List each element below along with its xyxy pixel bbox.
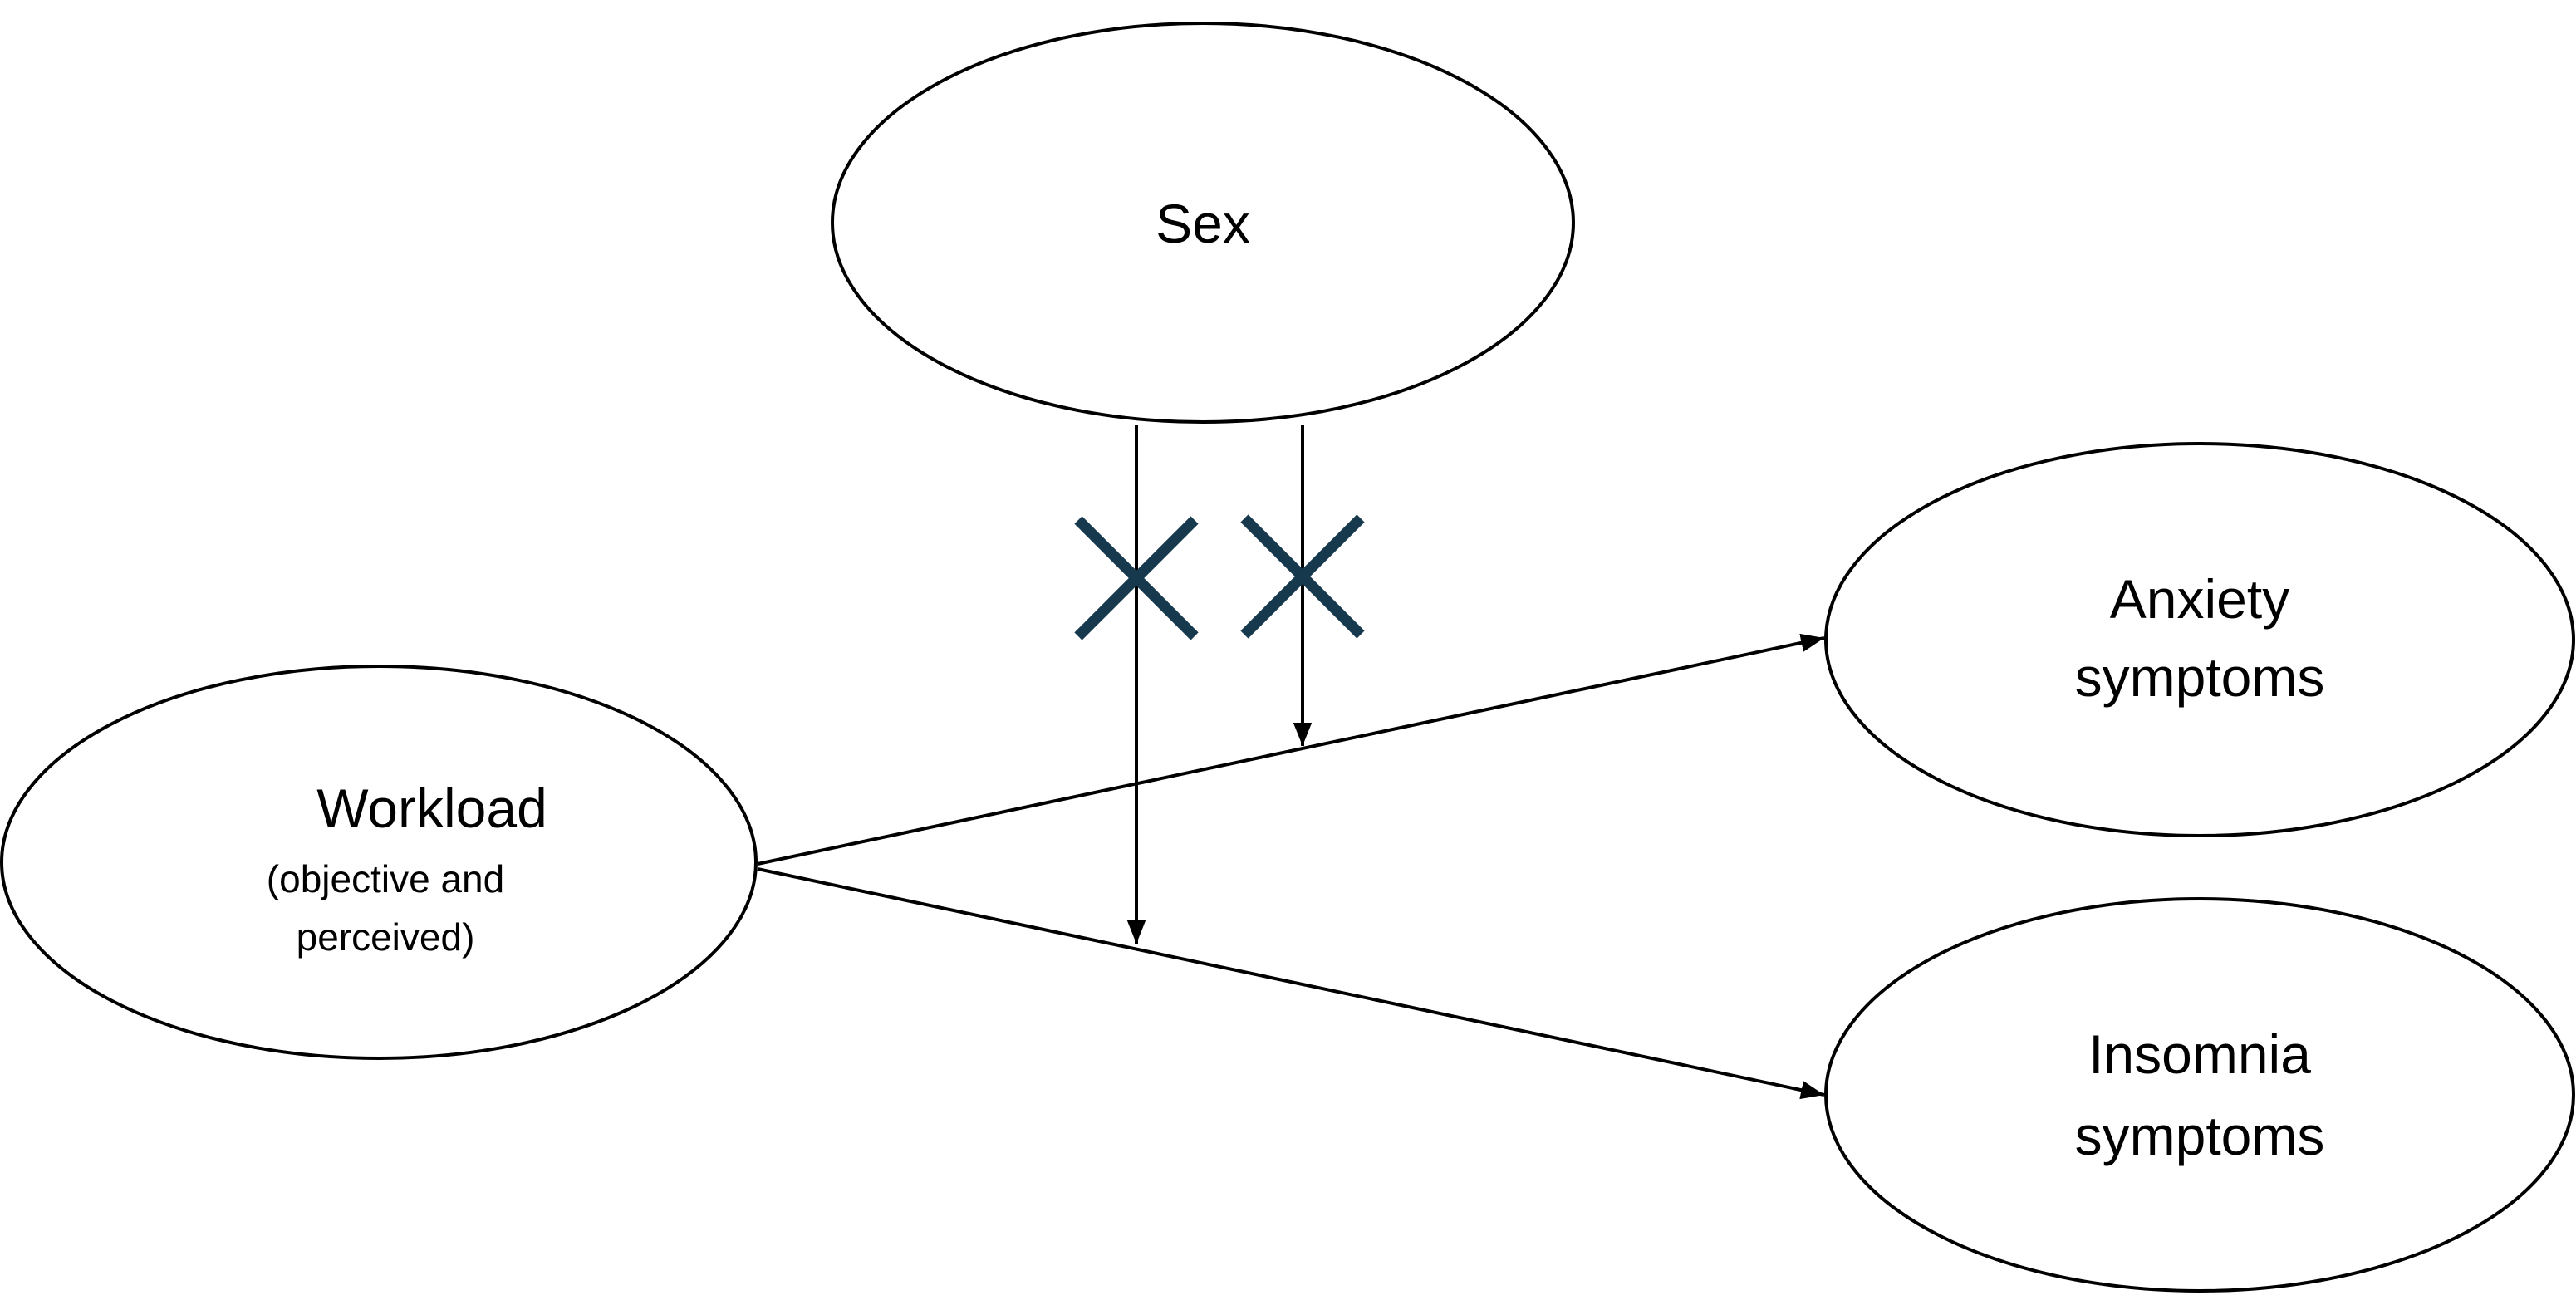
node-anxiety: Anxiety symptoms [1824,442,2575,837]
node-workload-label: Workload [316,778,547,839]
node-anxiety-label-line2: symptoms [2075,646,2325,708]
node-workload-sublabel-line1: (objective and [267,857,504,900]
edge-workload-to-insomnia [757,867,1825,1100]
node-insomnia-label-line1: Insomnia [2088,1023,2311,1085]
node-sex-label: Sex [1156,193,1250,254]
node-workload: Workload (objective and perceived) [0,665,758,1060]
node-insomnia: Insomnia symptoms [1824,897,2575,1293]
cross-mark-right [1240,514,1365,639]
node-workload-sublabel-line2: perceived) [297,915,475,959]
cross-mark-left [1074,516,1199,640]
edge-workload-to-anxiety [757,633,1825,866]
node-insomnia-label-line2: symptoms [2075,1105,2325,1166]
node-anxiety-label-line1: Anxiety [2110,568,2289,630]
node-sex: Sex [831,22,1575,424]
